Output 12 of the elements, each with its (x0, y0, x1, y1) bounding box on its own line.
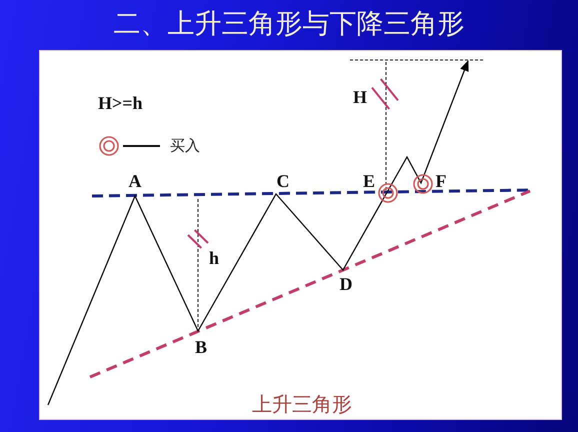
figure-caption: 上升三角形 (252, 394, 352, 414)
dimension-label: H (353, 88, 367, 106)
slide-title: 二、上升三角形与下降三角形 (114, 10, 464, 38)
point-label: C (276, 172, 290, 190)
point-label: A (128, 172, 142, 190)
legend-label: 买入 (170, 138, 200, 154)
point-label: B (195, 338, 207, 356)
point-label: F (436, 172, 446, 190)
dimension-label: h (209, 249, 219, 267)
formula-text: H>=h (98, 94, 143, 112)
point-label: E (363, 172, 375, 190)
point-label: D (340, 275, 352, 293)
